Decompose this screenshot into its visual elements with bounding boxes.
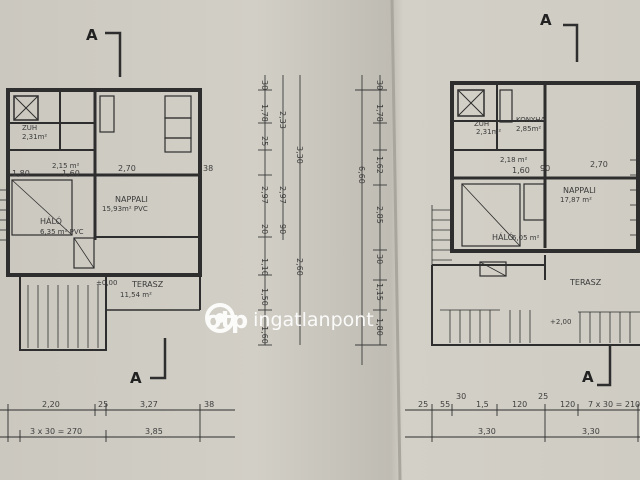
right-kitchen-area: 2,85m² <box>516 125 541 133</box>
right-bedroom-label: HÁLÓ <box>492 231 514 242</box>
right-dim-h-1: 55 <box>440 400 450 409</box>
left-wc-label: ZUH <box>22 124 37 132</box>
right-bed <box>461 183 521 247</box>
section-marker-top-left: A <box>86 26 98 44</box>
left-terrace-label: TERASZ <box>131 280 164 289</box>
right-dim-h2-0: 3,30 <box>478 427 496 436</box>
left-living-label: NAPPALI <box>115 195 148 204</box>
v-dim-col1-1: 1,78 <box>260 104 269 122</box>
right-floor-plan <box>405 23 640 442</box>
v-dim-col4-1: 30 <box>375 80 384 90</box>
left-inner-dim-0: 2,70 <box>118 164 136 173</box>
right-terrace <box>431 265 640 346</box>
left-terrace <box>19 274 107 351</box>
right-kitchen-label: KONYHA <box>516 116 545 124</box>
right-living-area: 17,87 m² <box>560 196 592 204</box>
right-dim-h-0: 25 <box>418 400 428 409</box>
left-dim-h-3: 38 <box>204 400 214 409</box>
left-terrace-area: 11,54 m² <box>120 291 152 299</box>
right-section-marker-top-bracket <box>563 23 579 62</box>
left-dim-h-0: 2,20 <box>42 400 60 409</box>
v-dim-col1-2: 25 <box>260 136 269 146</box>
v-dim-col1-5: 1,10 <box>260 258 269 276</box>
v-dim-col1-3: 2,97 <box>260 186 269 204</box>
left-inner-dim-2: 38 <box>203 164 213 173</box>
vertical-dimension-lines <box>258 75 387 365</box>
watermark-sub: ingatlanpont <box>253 309 374 331</box>
right-section-marker-bottom-bracket <box>597 345 612 387</box>
right-dim-h-2: 30 <box>456 392 466 401</box>
v-dim-col4-4: 2,85 <box>375 206 384 224</box>
right-dim-h-5: 25 <box>538 392 548 401</box>
otp-ingatlanpont-watermark: otp ingatlanpont <box>205 303 374 337</box>
left-floor-plan <box>0 31 235 442</box>
left-section-marker-bottom-bracket <box>150 338 167 380</box>
left-dim-h-2: 3,27 <box>140 400 158 409</box>
right-wc-label: ZUH <box>474 120 489 128</box>
v-dim-col2-0: 2,33 <box>278 111 287 129</box>
right-living-label: NAPPALI <box>563 186 596 195</box>
left-living-area: 15,93m² PVC <box>102 205 148 213</box>
right-dim-h-4: 120 <box>512 400 527 409</box>
left-hall-area: 2,15 m² <box>52 162 80 170</box>
v-dim-col1-4: 20 <box>260 224 269 234</box>
v-dim-col3-0: 3,30 <box>295 146 304 164</box>
v-dim-col4-6: 1,15 <box>375 283 384 301</box>
right-dim-h-3: 1,5 <box>476 400 489 409</box>
v-dim-col1-6: 1,50 <box>260 288 269 306</box>
section-marker-top-right: A <box>540 11 552 29</box>
left-inner-dim-1: 1,60 <box>62 169 80 178</box>
right-terrace-label: TERASZ <box>569 278 602 287</box>
right-level-mark: +2,00 <box>550 318 571 326</box>
right-inner-dim-2: 90 <box>540 164 550 173</box>
section-marker-bottom-right: A <box>582 368 594 386</box>
right-dim-h-7: 7 x 30 = 210 <box>588 400 640 409</box>
v-dim-col1-0: 30 <box>260 80 269 90</box>
v-dim-col1-7: 1,60 <box>260 326 269 344</box>
right-bedroom-area: 6,05 m² <box>512 234 540 242</box>
left-dim-h2-0: 3 x 30 = 270 <box>30 427 82 436</box>
right-dim-h2-1: 3,30 <box>582 427 600 436</box>
right-outer-wall <box>450 81 640 253</box>
right-dim-h-6: 120 <box>560 400 575 409</box>
left-bedroom-label: HÁLÓ <box>40 215 62 226</box>
v-dim-col3-1: 2,60 <box>295 258 304 276</box>
left-wc-area: 2,31m² <box>22 133 47 141</box>
v-dim-col4-7: 1,80 <box>375 318 384 336</box>
left-shower-fixture <box>13 95 39 121</box>
v-dim-col4-5: 30 <box>375 254 384 264</box>
left-dim-h2-1: 3,85 <box>145 427 163 436</box>
right-inner-dim-1: 1,60 <box>512 166 530 175</box>
left-dim-h-1: 25 <box>98 400 108 409</box>
v-dim-col2-1: 2,97 <box>278 186 287 204</box>
left-bed <box>11 179 73 236</box>
v-dim-col4-2: 1,78 <box>375 104 384 122</box>
section-marker-bottom-left: A <box>130 369 142 387</box>
v-dim-col4-0: 6,60 <box>357 166 366 184</box>
left-section-marker-top-bracket <box>105 31 122 77</box>
left-inner-dim-3: 1,80 <box>12 169 30 178</box>
right-inner-dim-0: 2,70 <box>590 160 608 169</box>
right-hall-area: 2,18 m² <box>500 156 528 164</box>
otp-logo-icon <box>205 303 235 333</box>
left-bedroom-area: 6,35 m² PVC <box>40 228 84 236</box>
paper-fold <box>390 0 402 480</box>
left-level-mark: ±0,00 <box>96 279 117 287</box>
v-dim-col4-3: 1,62 <box>375 156 384 174</box>
right-wc-area: 2,31m² <box>476 128 501 136</box>
right-shower-fixture <box>457 89 485 117</box>
v-dim-col2-2: 90 <box>278 224 287 234</box>
